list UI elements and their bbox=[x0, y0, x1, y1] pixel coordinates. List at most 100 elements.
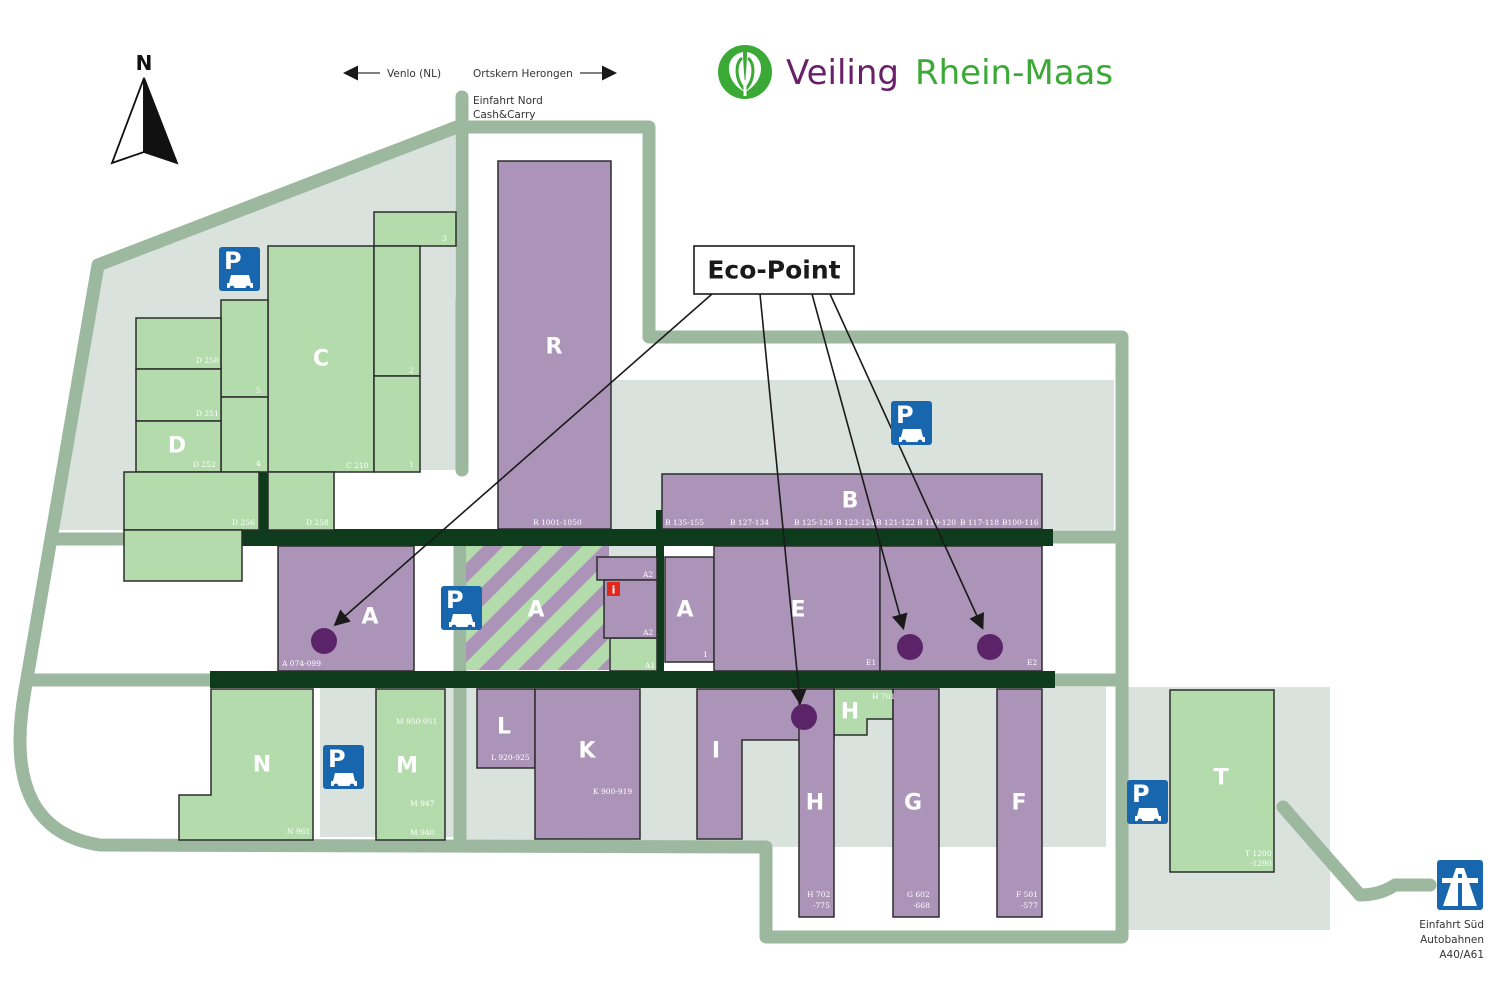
dark-road-upper bbox=[240, 529, 1053, 546]
eco-arrow-e2-right bbox=[829, 293, 984, 630]
building-c[interactable] bbox=[267, 245, 375, 473]
label-i: I bbox=[712, 739, 720, 764]
eco-arrow-h bbox=[759, 293, 807, 706]
building-d-258[interactable] bbox=[267, 471, 335, 531]
num-c: C 210 bbox=[346, 461, 369, 470]
building-t[interactable] bbox=[1169, 689, 1275, 873]
parking-label: P bbox=[1132, 780, 1150, 808]
eco-arrow-e2-left bbox=[811, 293, 908, 631]
building-m[interactable] bbox=[375, 688, 446, 841]
eco-dot-e2-left[interactable] bbox=[897, 634, 923, 660]
building-d-250[interactable] bbox=[135, 317, 222, 370]
label-k: K bbox=[578, 739, 596, 764]
label-g: G bbox=[904, 791, 922, 816]
building-d-256[interactable] bbox=[123, 471, 260, 531]
label-d: D bbox=[168, 434, 186, 459]
info-label: i bbox=[612, 584, 616, 597]
label-r: R bbox=[546, 335, 563, 360]
north-label: N bbox=[136, 51, 153, 75]
num-c1: 1 bbox=[409, 460, 414, 469]
brand-logo: Veiling Rhein-Maas bbox=[718, 45, 1113, 99]
num-n: N 961 bbox=[287, 827, 310, 836]
north-entrance-line2: Cash&Carry bbox=[473, 109, 536, 121]
label-n: N bbox=[253, 753, 271, 778]
num-d252: D 252 bbox=[193, 460, 216, 469]
parking-icon-t[interactable]: P bbox=[1127, 780, 1168, 824]
eco-dot-h[interactable] bbox=[791, 704, 817, 730]
label-a-center: A bbox=[527, 598, 544, 623]
num-c2: 2 bbox=[409, 366, 414, 375]
eco-dot-a[interactable] bbox=[311, 628, 337, 654]
num-t2: -1290 bbox=[1250, 859, 1272, 868]
label-t: T bbox=[1213, 766, 1228, 791]
parking-label: P bbox=[224, 247, 242, 275]
label-h: H bbox=[806, 791, 824, 816]
parking-signs: P P P P P bbox=[219, 247, 1168, 824]
building-c-1[interactable] bbox=[373, 375, 421, 473]
label-c: C bbox=[313, 347, 329, 372]
building-b[interactable] bbox=[661, 473, 1043, 530]
building-a-west[interactable] bbox=[277, 545, 415, 672]
num-c5: 5 bbox=[256, 386, 261, 395]
south-entrance-road bbox=[1276, 800, 1437, 902]
parking-label: P bbox=[446, 586, 464, 614]
veiling-leaf-logo-icon bbox=[718, 45, 772, 99]
num-a1: A1 bbox=[644, 661, 655, 670]
building-k[interactable] bbox=[534, 688, 641, 840]
dark-road-lower bbox=[210, 671, 1055, 688]
parking-label: P bbox=[328, 745, 346, 773]
building-c-4[interactable] bbox=[220, 396, 269, 473]
building-a-east[interactable] bbox=[664, 556, 715, 663]
num-f1: F 501 bbox=[1016, 890, 1038, 899]
num-b100: B100-116 bbox=[1002, 518, 1039, 527]
num-g1: G 602 bbox=[907, 890, 930, 899]
label-a-west: A bbox=[361, 605, 378, 630]
eco-point-callout[interactable]: Eco-Point bbox=[693, 245, 855, 295]
info-icon[interactable]: i bbox=[607, 582, 620, 597]
label-e: E bbox=[790, 598, 805, 623]
num-d256: D 256 bbox=[232, 518, 255, 527]
num-c4: 4 bbox=[256, 459, 261, 468]
num-b117: B 117-118 bbox=[960, 518, 999, 527]
building-r[interactable] bbox=[497, 160, 612, 530]
herongen-label: Ortskern Herongen bbox=[473, 68, 573, 80]
parking-icon-m[interactable]: P bbox=[323, 745, 364, 789]
num-b121: B 121-122 bbox=[876, 518, 915, 527]
building-n[interactable] bbox=[178, 688, 314, 841]
parking-icon-c[interactable]: P bbox=[219, 247, 260, 291]
building-d-251[interactable] bbox=[135, 368, 222, 422]
parking-icon-a[interactable]: P bbox=[441, 586, 482, 630]
venlo-label: Venlo (NL) bbox=[387, 68, 441, 80]
num-r: R 1001-1050 bbox=[533, 518, 582, 527]
building-d-252[interactable] bbox=[135, 420, 222, 473]
num-f2: -577 bbox=[1021, 901, 1038, 910]
parking-icon-b[interactable]: P bbox=[891, 401, 932, 445]
building-c-2[interactable] bbox=[373, 245, 421, 377]
label-l: L bbox=[497, 715, 511, 740]
building-e[interactable] bbox=[713, 545, 881, 672]
num-l: L 920-925 bbox=[491, 753, 530, 762]
eco-dot-e2-right[interactable] bbox=[977, 634, 1003, 660]
label-b: B bbox=[842, 489, 859, 514]
eco-arrow-a bbox=[333, 293, 713, 627]
num-h1: H 702 bbox=[807, 890, 830, 899]
num-d251: D 251 bbox=[196, 409, 219, 418]
south-entrance-line1: Einfahrt Süd bbox=[1419, 919, 1484, 931]
south-entrance-line3: A40/A61 bbox=[1439, 949, 1484, 961]
num-m940: M 940 bbox=[410, 828, 435, 837]
building-a-center-hatched[interactable] bbox=[466, 546, 609, 670]
num-t1: T 1200 bbox=[1245, 849, 1272, 858]
building-l[interactable] bbox=[476, 688, 536, 769]
num-e2: E2 bbox=[1027, 658, 1037, 667]
building-d-256-lower[interactable] bbox=[123, 529, 243, 582]
building-a1[interactable] bbox=[609, 637, 658, 672]
num-a-west: A 074-099 bbox=[281, 659, 321, 668]
building-c-5[interactable] bbox=[220, 299, 269, 398]
building-f[interactable] bbox=[996, 688, 1043, 918]
motorway-icon[interactable] bbox=[1437, 860, 1483, 910]
building-c-top[interactable] bbox=[373, 211, 457, 247]
building-g[interactable] bbox=[892, 688, 940, 918]
brand-name-part2: Rhein-Maas bbox=[915, 53, 1113, 93]
num-a2-bottom: A2 bbox=[642, 628, 653, 637]
